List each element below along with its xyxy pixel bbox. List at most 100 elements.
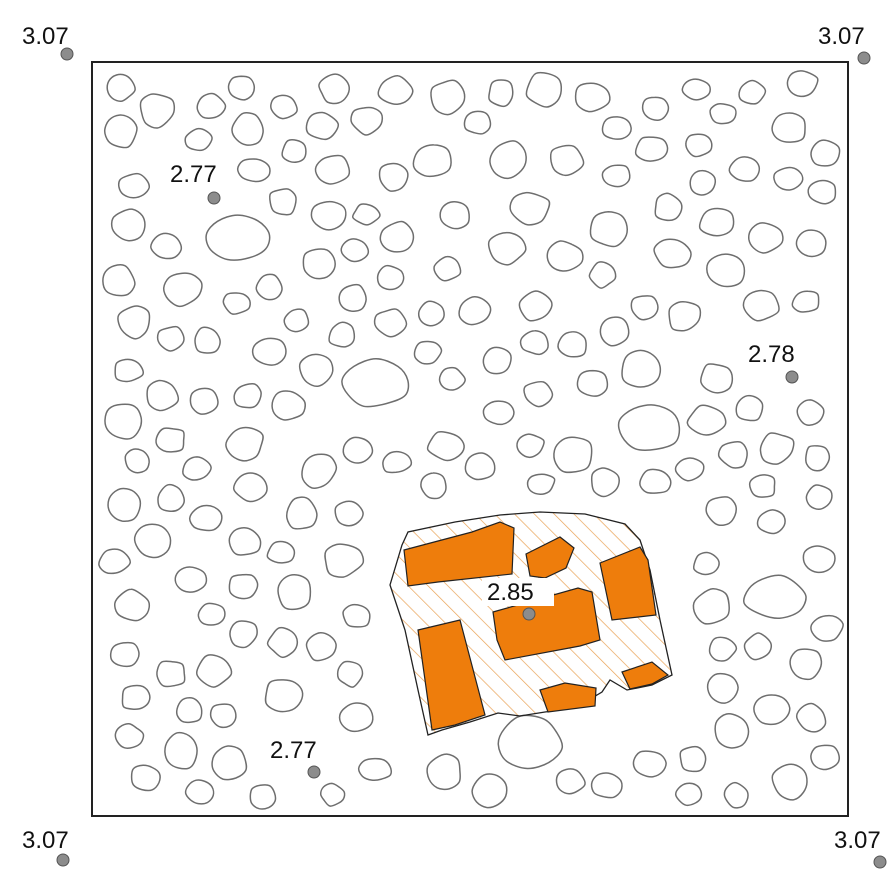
paving-stone xyxy=(156,660,186,688)
paving-stone xyxy=(723,781,749,809)
paving-stone xyxy=(796,399,825,426)
label-backdrop xyxy=(744,340,806,368)
paving-stone xyxy=(229,620,258,649)
paving-stone xyxy=(735,394,764,422)
label-backdrop xyxy=(18,22,80,50)
paving-stone xyxy=(324,543,365,578)
paving-stone xyxy=(632,750,667,778)
paving-stone xyxy=(743,574,807,619)
paving-stone xyxy=(698,207,735,237)
paving-stone xyxy=(283,308,310,333)
paving-stone xyxy=(791,290,820,313)
paving-stone xyxy=(574,82,611,113)
paving-stone xyxy=(786,70,819,98)
paving-stone xyxy=(270,94,298,120)
level-label: 2.78 xyxy=(748,341,795,368)
paving-stone xyxy=(489,140,527,180)
paving-stone xyxy=(482,346,512,375)
paving-stone xyxy=(773,166,804,191)
paving-stone xyxy=(756,509,786,535)
paving-stone xyxy=(114,358,144,383)
paving-stone xyxy=(377,74,414,105)
paving-stone xyxy=(438,366,466,391)
paving-stone xyxy=(264,679,304,713)
orange-block xyxy=(599,546,657,621)
paving-stone xyxy=(487,231,527,266)
level-label: 2.85 xyxy=(487,579,534,606)
paving-stone xyxy=(109,641,140,668)
paving-stone xyxy=(319,782,346,807)
survey-point-marker xyxy=(857,51,871,65)
paving-stone xyxy=(753,694,791,726)
level-point: 2.85 xyxy=(482,578,554,621)
paving-stone xyxy=(810,744,840,771)
paving-stone xyxy=(668,301,702,332)
paving-stone xyxy=(700,363,734,394)
paving-stone xyxy=(482,400,515,426)
paving-stone xyxy=(338,283,367,312)
paving-stone xyxy=(233,382,262,409)
label-backdrop xyxy=(830,826,891,854)
label-backdrop xyxy=(266,736,328,764)
paving-stone xyxy=(674,457,705,482)
paving-stone xyxy=(692,551,720,576)
paving-stone xyxy=(341,357,410,408)
paving-stone xyxy=(305,631,337,662)
paving-stone xyxy=(232,472,268,503)
paving-stone xyxy=(805,484,833,511)
paving-stone xyxy=(589,211,628,248)
paving-stone xyxy=(426,430,465,462)
orange-block xyxy=(417,619,486,731)
paving-stone xyxy=(617,404,681,451)
paving-stone xyxy=(805,445,831,472)
paving-stone xyxy=(738,79,767,105)
paving-stone xyxy=(222,292,251,315)
paving-stone xyxy=(526,473,556,495)
paving-stone xyxy=(155,427,185,453)
level-label: 3.07 xyxy=(834,827,881,854)
paving-stone xyxy=(717,440,748,469)
paving-stone xyxy=(302,248,336,280)
level-label: 3.07 xyxy=(22,827,69,854)
survey-point-marker xyxy=(785,370,799,384)
paving-stone xyxy=(255,273,283,301)
level-label: 2.77 xyxy=(270,737,317,764)
paving-stone xyxy=(590,772,623,799)
paving-stone xyxy=(519,329,549,356)
paving-stone xyxy=(771,763,808,801)
paving-stone xyxy=(164,731,198,770)
paving-stone xyxy=(706,253,746,288)
paving-stone xyxy=(686,404,727,436)
paving-stone xyxy=(146,379,180,412)
paving-stone xyxy=(555,768,586,795)
paving-stone xyxy=(117,305,151,340)
level-point: 3.07 xyxy=(18,826,80,867)
paving-stone xyxy=(124,448,150,474)
paving-stone xyxy=(139,93,176,129)
paving-stone xyxy=(228,527,262,556)
paving-stone xyxy=(417,300,445,327)
paving-stone xyxy=(268,188,297,216)
level-point: 3.07 xyxy=(814,22,876,65)
paving-stone xyxy=(225,426,264,462)
paving-stone xyxy=(488,79,514,108)
paving-stone xyxy=(728,156,760,182)
paving-stone xyxy=(342,604,371,628)
paving-stone xyxy=(189,387,219,415)
paving-stone xyxy=(709,102,737,125)
paving-stone xyxy=(175,696,203,724)
paving-stone xyxy=(103,114,138,149)
paving-stone xyxy=(692,588,730,625)
paving-stone xyxy=(277,574,312,611)
level-point: 2.77 xyxy=(166,160,228,205)
paving-stone xyxy=(157,483,185,513)
paving-stone xyxy=(759,432,795,465)
paving-stone xyxy=(743,632,772,661)
paving-stone xyxy=(714,713,750,749)
paving-stone xyxy=(639,468,672,494)
paving-stone xyxy=(708,636,738,662)
paving-stone xyxy=(601,164,631,188)
paving-stone xyxy=(271,390,306,421)
paving-stone xyxy=(182,456,212,481)
paving-stone xyxy=(674,782,703,807)
